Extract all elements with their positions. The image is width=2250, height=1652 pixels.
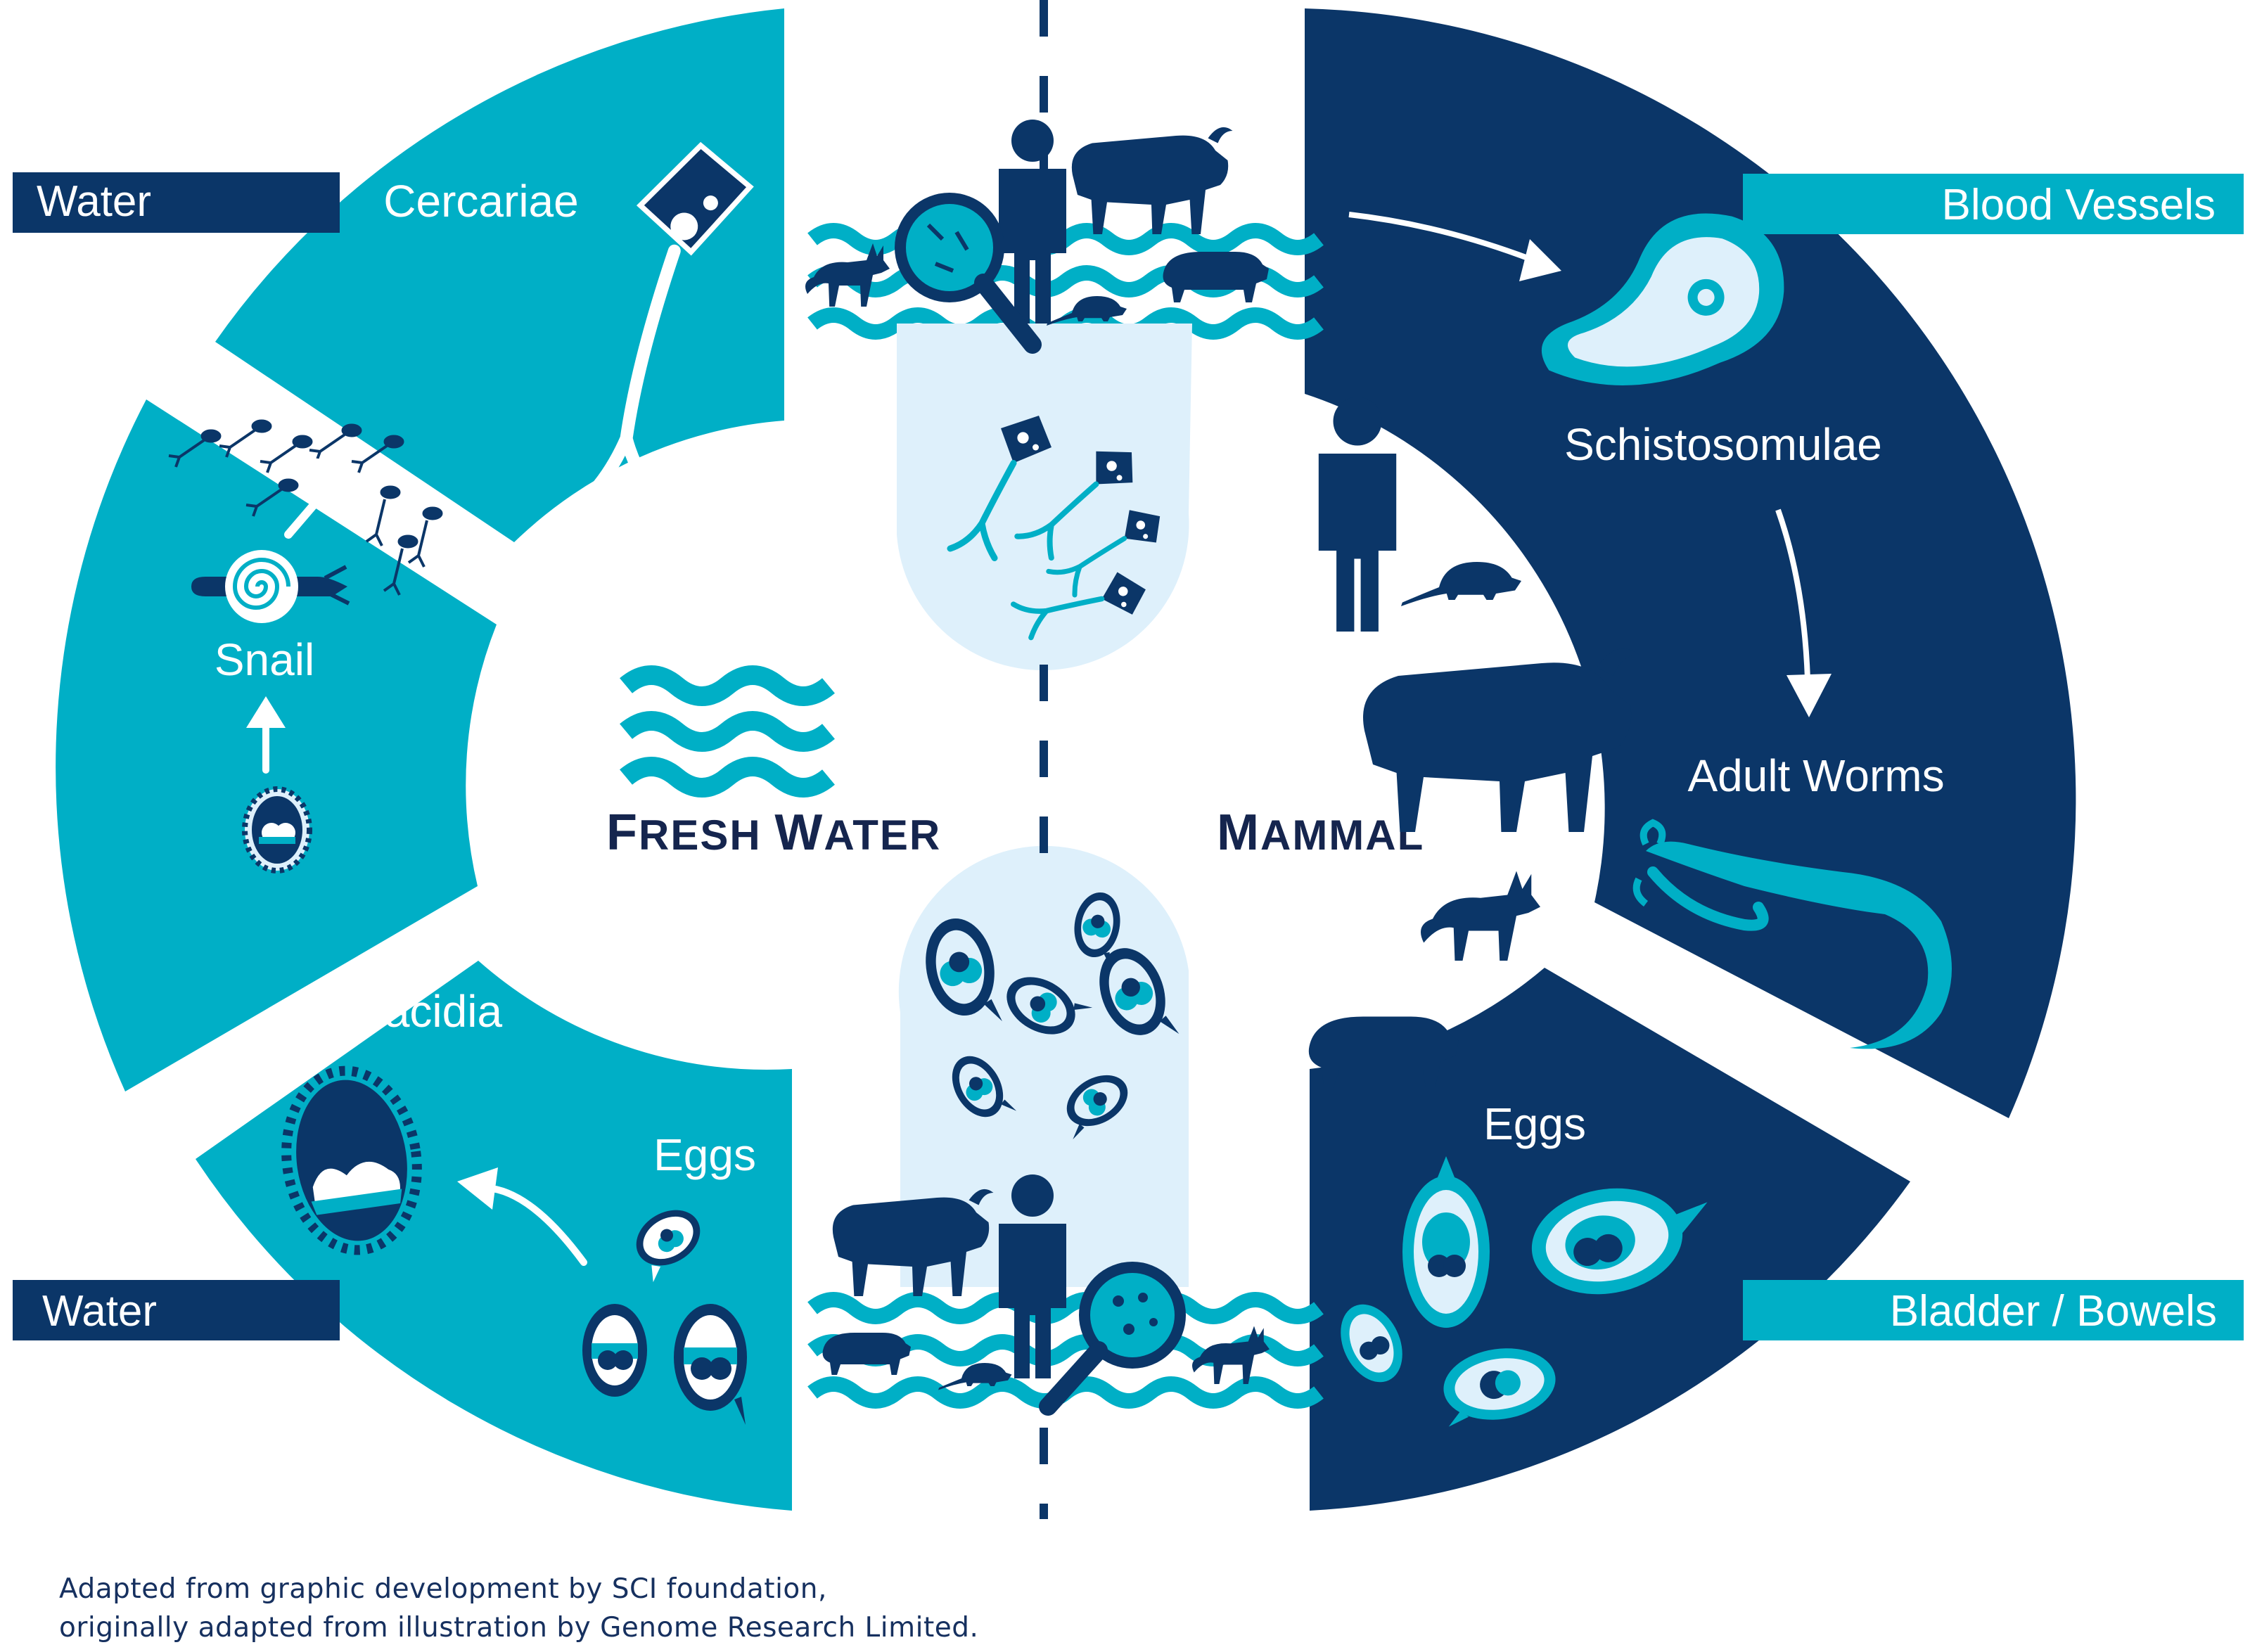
eggs-left-segment — [196, 961, 792, 1511]
magnifier-top-icon — [895, 193, 1042, 354]
arrow-head-icon — [309, 457, 350, 503]
blood-vessels-tag — [1743, 174, 2244, 234]
fresh-water-wave-icon — [620, 665, 835, 798]
schistosomulum-icon — [1541, 213, 1784, 385]
attribution-caption: Adapted from graphic development by SCI … — [59, 1570, 978, 1647]
snail-segment — [56, 399, 497, 1091]
small-cercariae-group — [168, 419, 443, 596]
snail-label: Snail — [215, 634, 314, 685]
bladder-bowels-label: Bladder / Bowels — [1890, 1287, 2217, 1336]
light-bubble-top — [897, 324, 1192, 671]
buffalo-mammal-icon — [1363, 648, 1639, 832]
arrow-adult-icon — [1775, 508, 1810, 679]
pig-bottom-icon — [822, 1333, 911, 1375]
arrow-miracidia-icon — [489, 1185, 587, 1266]
fox-mammal-icon — [1421, 871, 1540, 961]
adult-worms-label: Adult Worms — [1687, 750, 1944, 801]
arrow-up-head-icon — [246, 696, 286, 728]
arrow-blood-head-icon — [1519, 239, 1561, 281]
cercariae-segment — [215, 8, 784, 542]
eggs-right-label: Eggs — [1483, 1099, 1586, 1149]
fresh-water-title: FRESH WATER — [606, 805, 941, 861]
attribution-line-2: originally adapted from illustration by … — [59, 1612, 979, 1644]
arrow-blood-icon — [1348, 212, 1535, 263]
arrow-adult-head-icon — [1786, 674, 1832, 717]
magnifier-bottom-icon — [1039, 1262, 1186, 1416]
water-top-label: Water — [37, 177, 151, 226]
water-bottom-label: Water — [42, 1287, 157, 1336]
mammal-title: MAMMAL — [1217, 805, 1424, 861]
blood-vessels-label: Blood Vessels — [1942, 181, 2216, 229]
water-bottom-tag — [13, 1280, 340, 1340]
buffalo-icon — [1071, 127, 1233, 234]
cercariae-label: Cercariae — [383, 176, 578, 226]
eggs-left-label: Eggs — [653, 1129, 756, 1180]
attribution-line-1: Adapted from graphic development by SCI … — [59, 1573, 827, 1605]
snail-icon — [191, 550, 350, 623]
eggs-right-group — [1341, 1156, 1708, 1427]
arrow-icon — [284, 481, 335, 539]
arrow-miracidia-head-icon — [457, 1167, 498, 1210]
cercaria-icon — [544, 141, 754, 531]
blood-vessels-segment — [1305, 8, 2076, 1118]
water-top-tag — [13, 172, 340, 233]
miracidium-small-icon — [242, 786, 312, 873]
eggs-left-group — [582, 1210, 747, 1425]
miracidia-label: Miracidia — [322, 986, 502, 1037]
adult-worm-icon — [1632, 819, 1952, 1049]
human-mammal-icon — [1318, 397, 1397, 632]
rat-mammal-icon — [1401, 562, 1521, 606]
bladder-bowels-tag — [1743, 1280, 2244, 1340]
schistosomulae-label: Schistosomulae — [1564, 419, 1882, 470]
